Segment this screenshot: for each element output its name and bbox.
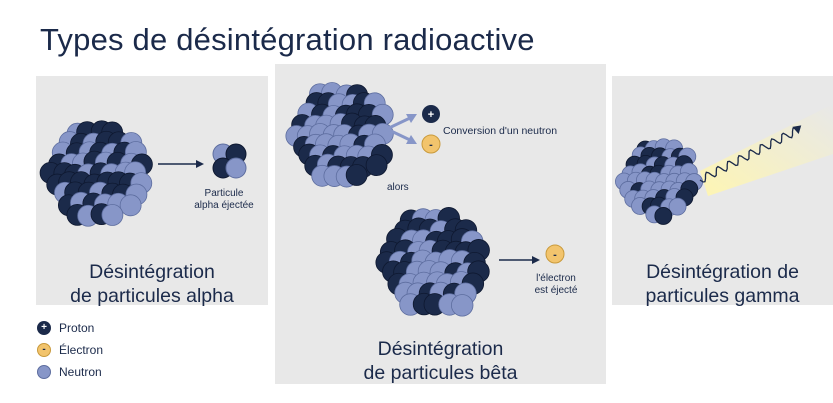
legend-proton-label: Proton — [59, 321, 95, 335]
alpha-caption: Désintégration de particules alpha — [36, 260, 268, 308]
nucleus-proton — [654, 207, 673, 225]
svg-text:+: + — [428, 109, 434, 121]
alpha-arrow — [158, 160, 204, 168]
conversion-label: Conversion d'un neutron — [443, 125, 558, 137]
alpha-particle — [212, 143, 247, 179]
proton-icon: + — [37, 321, 51, 335]
converted-electron: - — [421, 134, 441, 154]
gamma-decay-panel: Désintégration de particules gamma — [612, 76, 833, 308]
beta-nucleus-before — [285, 82, 394, 188]
alpha-particle-label: Particule alpha éjectée — [184, 188, 264, 212]
alpha-neutron — [225, 157, 247, 179]
nucleus-neutron — [101, 204, 124, 226]
ejected-label-line1: l'électron — [536, 273, 576, 284]
ejected-label: l'électron est éjecté — [525, 273, 587, 297]
nucleus-proton — [365, 154, 388, 177]
nucleus-neutron — [668, 197, 687, 216]
gamma-nucleus — [615, 138, 703, 225]
alpha-decay-panel: Particule alpha éjectée Désintégration d… — [36, 76, 268, 308]
beta-decay-illustration: + - - — [285, 82, 565, 317]
gamma-ray-wave — [699, 127, 799, 183]
legend-electron: - Électron — [37, 343, 103, 357]
beta-nucleus-after — [375, 207, 490, 317]
gamma-caption-line2: particules gamma — [645, 285, 800, 307]
legend-neutron-label: Neutron — [59, 365, 102, 379]
alpha-caption-line2: de particules alpha — [70, 285, 234, 307]
alpha-particle-label-line1: Particule — [204, 188, 244, 199]
alpha-parent-nucleus — [39, 120, 153, 227]
ejected-label-line2: est éjecté — [534, 285, 578, 296]
beta-caption-line1: Désintégration — [377, 338, 504, 360]
beta-decay-panel: + - - Conversion d'un neutron alors l'él… — [275, 64, 606, 384]
nucleus-neutron — [119, 194, 142, 217]
legend-neutron: Neutron — [37, 365, 102, 379]
beta-caption: Désintégration de particules bêta — [275, 337, 606, 385]
alpha-decay-illustration — [39, 120, 247, 227]
gamma-caption: Désintégration de particules gamma — [612, 260, 833, 308]
nucleus-proton — [345, 164, 368, 186]
legend-electron-label: Électron — [59, 343, 104, 357]
conversion-arrows — [388, 114, 417, 144]
beta-caption-line2: de particules bêta — [363, 362, 518, 384]
nucleus-neutron — [451, 294, 474, 317]
alpha-caption-line1: Désintégration — [89, 261, 215, 283]
beta-arrow — [499, 256, 540, 264]
then-label: alors — [387, 182, 409, 193]
svg-text:-: - — [553, 249, 557, 261]
gamma-decay-illustration — [615, 104, 833, 225]
electron-icon: - — [37, 343, 51, 357]
alpha-particle-label-line2: alpha éjectée — [194, 200, 254, 211]
converted-proton: + — [422, 105, 440, 123]
svg-text:-: - — [429, 139, 433, 151]
page-title: Types de désintégration radioactive — [40, 22, 535, 57]
ejected-electron: - — [545, 244, 565, 264]
neutron-icon — [37, 365, 51, 379]
gamma-caption-line1: Désintégration de — [646, 261, 799, 283]
gamma-glow — [700, 104, 833, 196]
legend-proton: + Proton — [37, 321, 94, 335]
gamma-ray-arrowhead — [792, 125, 802, 134]
